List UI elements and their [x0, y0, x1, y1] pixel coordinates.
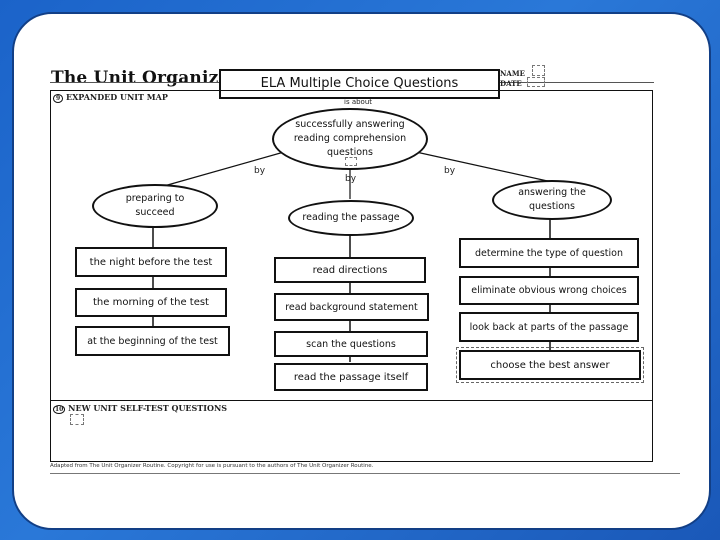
date-field[interactable] — [527, 77, 545, 87]
branch-oval-reading: reading the passage — [288, 200, 414, 236]
map-frame — [50, 90, 653, 462]
header-rule-right — [499, 82, 654, 83]
right-link-label: by — [444, 166, 456, 176]
item-text: choose the best answer — [490, 359, 610, 371]
item-text: read the passage itself — [293, 371, 409, 383]
branch-oval-preparing: preparing to succeed — [92, 184, 218, 228]
section-number-icon: 10 — [53, 405, 66, 414]
expanded-map-label: EXPANDED UNIT MAP — [65, 92, 168, 102]
list-item: the morning of the test — [75, 288, 227, 317]
branch-title-reading: reading the passage — [302, 212, 400, 223]
section-expanded-map: 9 EXPANDED UNIT MAP — [53, 92, 168, 103]
item-text: look back at parts of the passage — [469, 321, 629, 333]
unit-title: ELA Multiple Choice Questions — [219, 69, 500, 99]
header-rule-left — [50, 82, 220, 83]
branch-title-answering: answering the questions — [518, 187, 586, 212]
list-item: read background statement — [274, 293, 429, 321]
footer-rule — [50, 473, 680, 474]
top-connector: is about — [344, 98, 373, 106]
center-concept-text: successfully answering reading comprehen… — [293, 119, 407, 158]
item-text: read background statement — [285, 301, 418, 313]
section-divider — [50, 400, 653, 401]
middle-link-label: by — [345, 174, 357, 184]
list-item: read the passage itself — [274, 363, 428, 391]
branch-oval-answering: answering the questions — [492, 180, 612, 220]
center-concept-oval: successfully answering reading comprehen… — [272, 108, 428, 170]
item-text: eliminate obvious wrong choices — [471, 285, 627, 296]
date-label: DATE — [500, 79, 522, 88]
footer-credit: Adapted from The Unit Organizer Routine.… — [50, 463, 374, 469]
section-number-icon: 9 — [53, 94, 64, 103]
item-text: read directions — [312, 264, 388, 276]
self-test-label: NEW UNIT SELF-TEST QUESTIONS — [68, 403, 228, 413]
item-text: the night before the test — [89, 256, 213, 268]
list-item: look back at parts of the passage — [459, 312, 639, 342]
slide-card: The Unit Organizer ELA Multiple Choice Q… — [12, 12, 711, 530]
organizer-title: The Unit Organizer — [51, 68, 239, 88]
item-text: at the beginning of the test — [87, 335, 218, 347]
branch-title-preparing: preparing to succeed — [125, 193, 185, 218]
list-item-selected[interactable]: choose the best answer — [456, 347, 644, 383]
left-link-label: by — [254, 166, 266, 176]
section-self-test: 10 NEW UNIT SELF-TEST QUESTIONS — [53, 403, 228, 414]
item-text: scan the questions — [306, 338, 396, 350]
list-item: scan the questions — [274, 331, 428, 357]
item-text: the morning of the test — [93, 297, 209, 308]
list-item: eliminate obvious wrong choices — [459, 276, 639, 305]
name-label: NAME — [500, 69, 525, 78]
list-item: determine the type of question — [459, 238, 639, 268]
list-item: the night before the test — [75, 247, 227, 277]
center-marker — [345, 157, 357, 166]
list-item: read directions — [274, 257, 426, 283]
item-text: determine the type of question — [474, 247, 624, 259]
self-test-marker — [70, 414, 84, 425]
name-field[interactable] — [532, 65, 545, 76]
list-item: at the beginning of the test — [75, 326, 230, 356]
